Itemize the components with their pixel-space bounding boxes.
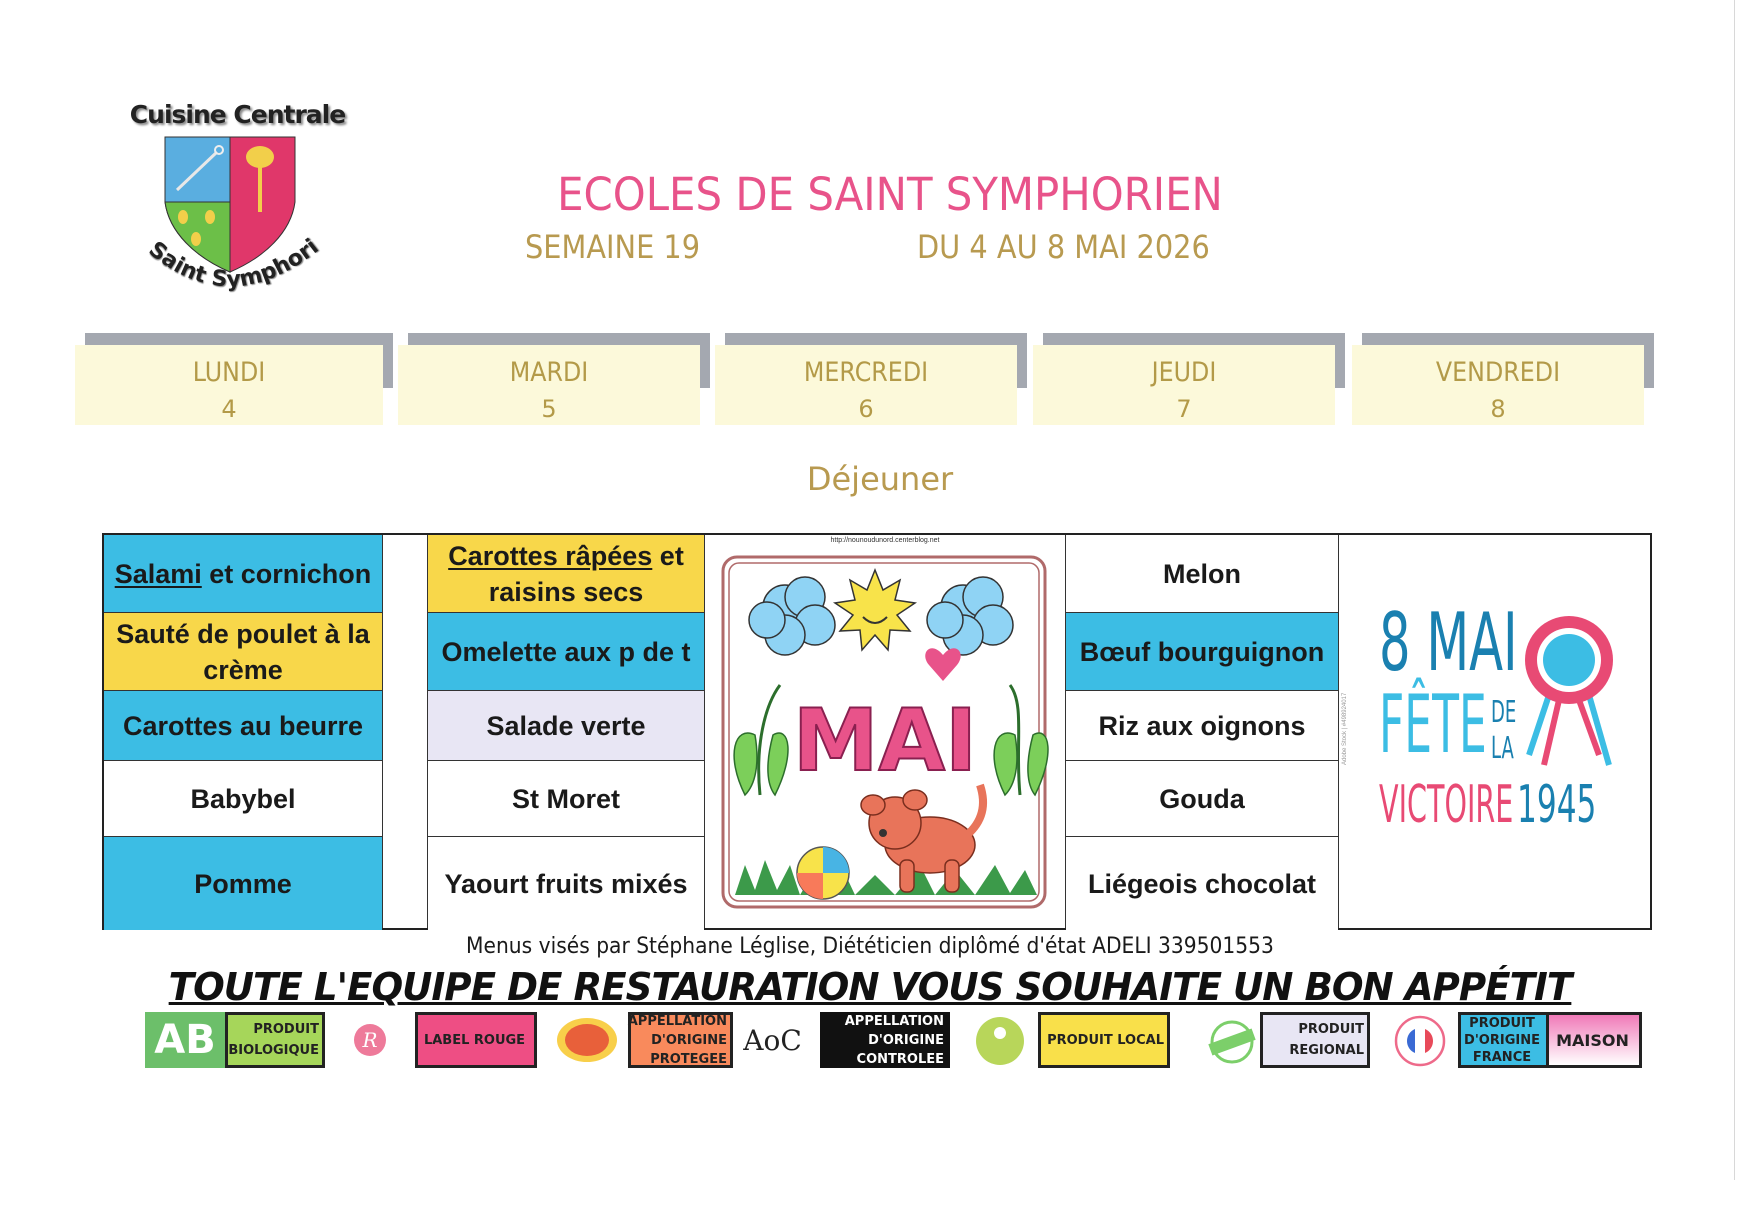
menu-item-dessert: Pomme bbox=[104, 837, 382, 930]
label-produit-biologique: PRODUIT BIOLOGIQUE bbox=[225, 1012, 325, 1068]
menu-item-fromage: St Moret bbox=[428, 761, 704, 837]
day-header-mardi: MARDI 5 bbox=[398, 333, 710, 425]
day-header-lundi: LUNDI 4 bbox=[75, 333, 393, 425]
menu-item-fromage: Babybel bbox=[104, 761, 382, 837]
victoire-year: 1945 bbox=[1517, 775, 1597, 835]
menu-column-vendredi: Adobe Stock | #498924017 8 MAI FÊTE DE L… bbox=[1339, 535, 1650, 928]
dietitian-note: Menus visés par Stéphane Léglise, Diétét… bbox=[466, 934, 1274, 959]
day-name: VENDREDI bbox=[1435, 357, 1561, 388]
week-number: SEMAINE 19 bbox=[525, 228, 701, 266]
menu-column-mardi: Carottes râpées et raisins secs Omelette… bbox=[428, 535, 704, 930]
ab-logo-icon: AB bbox=[145, 1012, 225, 1068]
day-number: 8 bbox=[1490, 395, 1506, 423]
aoc-logo-icon: AoC bbox=[743, 1023, 802, 1057]
svg-text:Saint Symphorien: Saint Symphorien bbox=[115, 220, 323, 292]
image-url-caption: http://nounoudunord.centerblog.net bbox=[830, 537, 940, 544]
menu-column-mercredi: http://nounoudunord.centerblog.net MAI bbox=[705, 535, 1065, 928]
menu-item-accompagnement: Salade verte bbox=[428, 691, 704, 761]
svg-text:MAI: MAI bbox=[793, 691, 977, 791]
scan-edge-line bbox=[1734, 0, 1735, 1180]
column-divider bbox=[427, 535, 428, 928]
date-range: DU 4 AU 8 MAI 2026 bbox=[917, 228, 1210, 266]
menu-item-plat: Omelette aux p de t bbox=[428, 613, 704, 691]
menu-column-lundi: Salami et cornichon Sauté de poulet à la… bbox=[104, 535, 382, 930]
page-title: ECOLES DE SAINT SYMPHORIEN bbox=[557, 168, 1223, 221]
victoire-word: VICTOIRE bbox=[1379, 775, 1514, 835]
aop-logo-icon bbox=[557, 1018, 617, 1062]
label-rouge-logo-icon: R bbox=[354, 1024, 386, 1056]
cuisine-centrale-logo: Cuisine Centrale Saint Symphorien bbox=[115, 100, 360, 315]
logo-top-text: Cuisine Centrale bbox=[129, 100, 346, 129]
menu-item-entree: Carottes râpées et raisins secs bbox=[428, 535, 704, 613]
menu-item-fromage: Gouda bbox=[1066, 761, 1338, 837]
victoire-line-fete: FÊTE bbox=[1379, 678, 1487, 771]
menu-item-entree: Melon bbox=[1066, 535, 1338, 613]
image-credit: Adobe Stock | #498924017 bbox=[1342, 692, 1348, 765]
victoire-de: DE bbox=[1491, 695, 1517, 730]
label-aoc: APPELLATION D'ORIGINE CONTROLEE bbox=[820, 1012, 950, 1068]
menu-item-entree: Salami et cornichon bbox=[104, 535, 382, 613]
column-divider bbox=[1065, 535, 1066, 928]
victoire-line-8-mai: 8 MAI bbox=[1379, 596, 1518, 689]
day-header-jeudi: JEUDI 7 bbox=[1033, 333, 1345, 425]
label-aop: APPELLATION D'ORIGINE PROTEGEE bbox=[628, 1012, 733, 1068]
column-divider bbox=[1338, 535, 1339, 928]
label-maison: MAISON bbox=[1546, 1012, 1642, 1068]
menu-item-plat: Sauté de poulet à la crème bbox=[104, 613, 382, 691]
column-divider bbox=[704, 535, 705, 928]
day-number: 4 bbox=[221, 395, 237, 423]
mai-illustration: http://nounoudunord.centerblog.net MAI bbox=[705, 535, 1065, 928]
produit-regional-logo-icon bbox=[1208, 1020, 1256, 1064]
day-name: MARDI bbox=[509, 357, 589, 388]
meal-label-dejeuner: Déjeuner bbox=[806, 460, 954, 498]
origine-france-logo-icon bbox=[1394, 1015, 1446, 1067]
produit-local-logo-icon bbox=[976, 1017, 1024, 1065]
label-produit-regional: PRODUIT REGIONAL bbox=[1260, 1012, 1370, 1068]
menu-item-dessert: Liégeois chocolat bbox=[1066, 837, 1338, 930]
rosette-icon bbox=[1525, 616, 1613, 766]
label-rouge: LABEL ROUGE bbox=[415, 1012, 537, 1068]
day-number: 7 bbox=[1176, 395, 1192, 423]
menu-item-accompagnement: Carottes au beurre bbox=[104, 691, 382, 761]
victoire-la: LA bbox=[1491, 731, 1514, 766]
day-name: JEUDI bbox=[1151, 357, 1217, 388]
menu-column-jeudi: Melon Bœuf bourguignon Riz aux oignons G… bbox=[1066, 535, 1338, 930]
logo-bottom-arc-text: Saint Symphorien bbox=[115, 220, 323, 292]
coat-of-arms-icon bbox=[164, 136, 296, 273]
day-number: 6 bbox=[858, 395, 874, 423]
label-produit-local: PRODUIT LOCAL bbox=[1038, 1012, 1170, 1068]
menu-item-accompagnement: Riz aux oignons bbox=[1066, 691, 1338, 761]
label-origine-france: PRODUIT D'ORIGINE FRANCE bbox=[1458, 1012, 1546, 1068]
svg-text:R: R bbox=[361, 1028, 377, 1052]
day-name: LUNDI bbox=[192, 357, 266, 388]
day-header-vendredi: VENDREDI 8 bbox=[1352, 333, 1654, 425]
day-name: MERCREDI bbox=[803, 357, 929, 388]
day-header-mercredi: MERCREDI 6 bbox=[715, 333, 1027, 425]
day-number: 5 bbox=[541, 395, 557, 423]
fete-victoire-illustration: Adobe Stock | #498924017 8 MAI FÊTE DE L… bbox=[1339, 535, 1650, 928]
menu-item-dessert: Yaourt fruits mixés bbox=[428, 837, 704, 930]
mai-spring-drawing-icon: MAI bbox=[721, 555, 1049, 909]
menu-item-plat: Bœuf bourguignon bbox=[1066, 613, 1338, 691]
column-divider bbox=[382, 535, 383, 928]
menu-table: Salami et cornichon Sauté de poulet à la… bbox=[102, 533, 1652, 930]
